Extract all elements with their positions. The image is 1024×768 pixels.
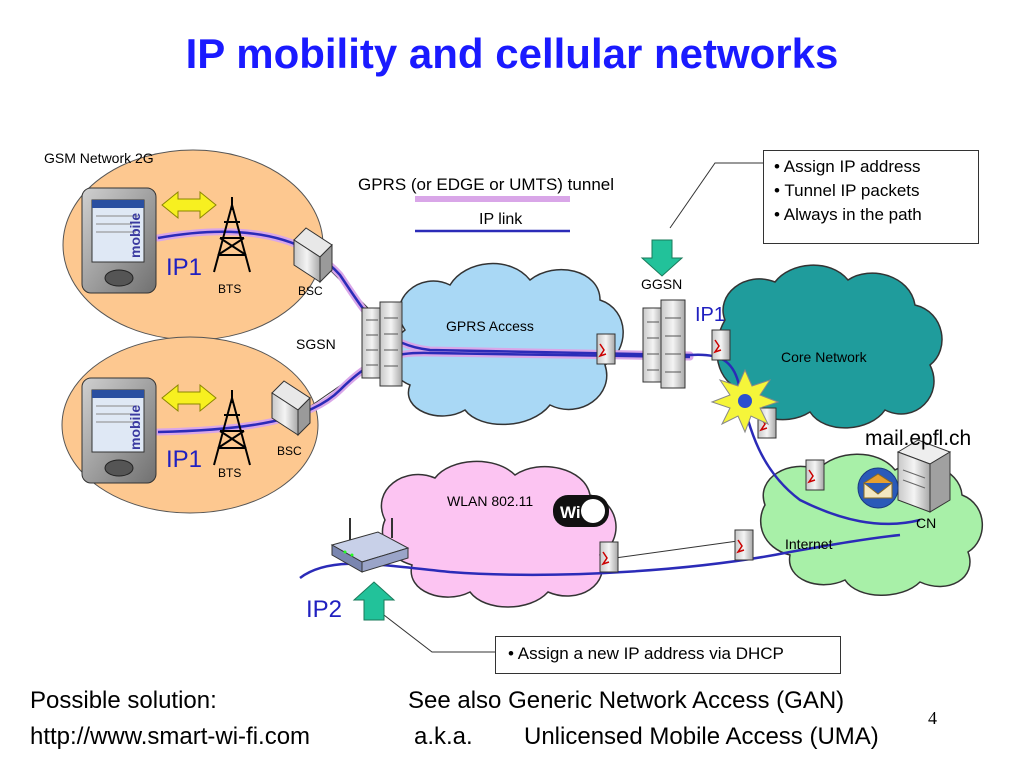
internet-label: Internet <box>785 536 833 552</box>
radio-arrow-bottom <box>161 383 217 413</box>
wlan-internet-link <box>614 539 746 559</box>
bts-label-bottom: BTS <box>218 466 242 480</box>
core-network-label: Core Network <box>781 349 867 365</box>
ggsn-callout-line-1: • Assign IP address <box>774 157 921 176</box>
router-gprs-edge <box>596 333 616 365</box>
dhcp-up-arrow <box>352 581 396 621</box>
ggsn-callout-pointer <box>669 162 763 229</box>
slide-number: 4 <box>928 708 937 728</box>
bts-tower-bottom <box>213 390 251 466</box>
footer-right-line-2: Unlicensed Mobile Access (UMA) <box>524 723 879 750</box>
ggsn-callout: • Assign IP address • Tunnel IP packets … <box>763 150 979 244</box>
router-core-entry <box>711 329 731 361</box>
bsc-box-bottom <box>271 380 311 437</box>
wlan-cloud <box>380 460 617 608</box>
cn-label: CN <box>916 515 937 531</box>
router-wlan <box>599 541 619 573</box>
footer-right-line-1: See also Generic Network Access (GAN) <box>408 687 845 714</box>
wifi-logo-word: Wi Fi <box>560 503 600 522</box>
mail-client-icon <box>857 467 899 509</box>
gprs-tunnel-label: GPRS (or EDGE or UMTS) tunnel <box>358 175 615 194</box>
router-internet-left <box>734 529 754 561</box>
sgsn-label: SGSN <box>296 336 336 352</box>
bsc-label-top: BSC <box>298 284 323 298</box>
ip1-label-ggsn: IP1 <box>695 304 726 326</box>
sgsn-server <box>361 301 403 387</box>
ggsn-server <box>642 299 686 389</box>
ip1-label-top-phone: IP1 <box>166 254 203 281</box>
wifi-logo <box>553 495 609 527</box>
page-title: IP mobility and cellular networks <box>185 30 839 77</box>
radio-arrow-top <box>161 190 217 220</box>
wifi-access-point <box>330 518 410 573</box>
bts-tower-top <box>213 197 251 273</box>
gsm-network-label: GSM Network 2G <box>44 150 154 166</box>
mobile-brand-top: mobile <box>127 213 143 258</box>
wifi-logo-text: Wi Fi <box>560 503 600 522</box>
footer-left-line-2: http://www.smart-wi-fi.com <box>30 723 311 750</box>
bsc-box-top <box>293 227 333 284</box>
dhcp-callout-pointer <box>379 611 495 653</box>
footer-right-line-2-prefix: a.k.a. <box>414 723 473 750</box>
mail-server-label: mail.epfl.ch <box>865 427 972 450</box>
ip2-label: IP2 <box>306 596 343 623</box>
ggsn-callout-line-3: • Always in the path <box>774 205 922 224</box>
ggsn-callout-line-2: • Tunnel IP packets <box>774 181 920 200</box>
bsc-label-bottom: BSC <box>277 444 302 458</box>
gprs-access-label: GPRS Access <box>446 318 534 334</box>
footer-left-line-1: Possible solution: <box>30 687 217 714</box>
pda-phone-top <box>81 187 157 294</box>
dhcp-callout: • Assign a new IP address via DHCP <box>495 636 841 674</box>
ggsn-label: GGSN <box>641 276 683 292</box>
mobile-brand-bottom: mobile <box>127 405 143 450</box>
router-internet-top <box>805 459 825 491</box>
pda-phone-bottom <box>81 377 157 484</box>
ggsn-down-arrow <box>640 239 684 277</box>
wlan-label: WLAN 802.11 <box>447 493 534 509</box>
ip-link-label: IP link <box>479 211 523 228</box>
ip1-label-bottom-phone: IP1 <box>166 446 203 473</box>
gprs-access-cloud <box>389 262 624 426</box>
bts-label-top: BTS <box>218 282 242 296</box>
